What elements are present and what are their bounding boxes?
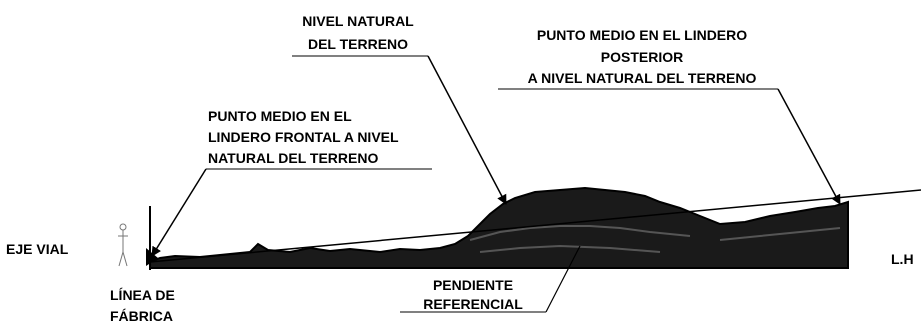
label-rear-point-2: POSTERIOR — [601, 49, 683, 65]
label-natural-level-2: DEL TERRENO — [308, 36, 408, 52]
terrain-texture — [469, 225, 841, 253]
label-building-line-2: FÁBRICA — [110, 308, 173, 324]
label-rear-point-3: A NIVEL NATURAL DEL TERRENO — [528, 70, 757, 86]
label-natural-level-1: NIVEL NATURAL — [302, 13, 414, 29]
person-figure — [118, 223, 128, 267]
label-lh: L.H — [891, 251, 914, 267]
label-building-line-1: LÍNEA DE — [110, 287, 175, 303]
label-reference-slope-2: REFERENCIAL — [423, 296, 523, 312]
terrain-profile — [149, 186, 849, 269]
arrow-front-point — [151, 168, 207, 257]
leader-reference-slope — [545, 245, 581, 313]
label-front-point-1: PUNTO MEDIO EN EL — [208, 108, 352, 124]
label-front-point-3: NATURAL DEL TERRENO — [208, 150, 378, 166]
label-road-axis: EJE VIAL — [6, 241, 69, 257]
front-point-marker — [146, 248, 158, 266]
reference-slope-line — [149, 189, 921, 263]
arrow-natural-level — [427, 55, 507, 205]
label-rear-point-1: PUNTO MEDIO EN EL LINDERO — [537, 27, 747, 43]
arrow-rear-point — [777, 88, 841, 205]
label-reference-slope-1: PENDIENTE — [433, 277, 513, 293]
label-front-point-2: LINDERO FRONTAL A NIVEL — [208, 129, 399, 145]
